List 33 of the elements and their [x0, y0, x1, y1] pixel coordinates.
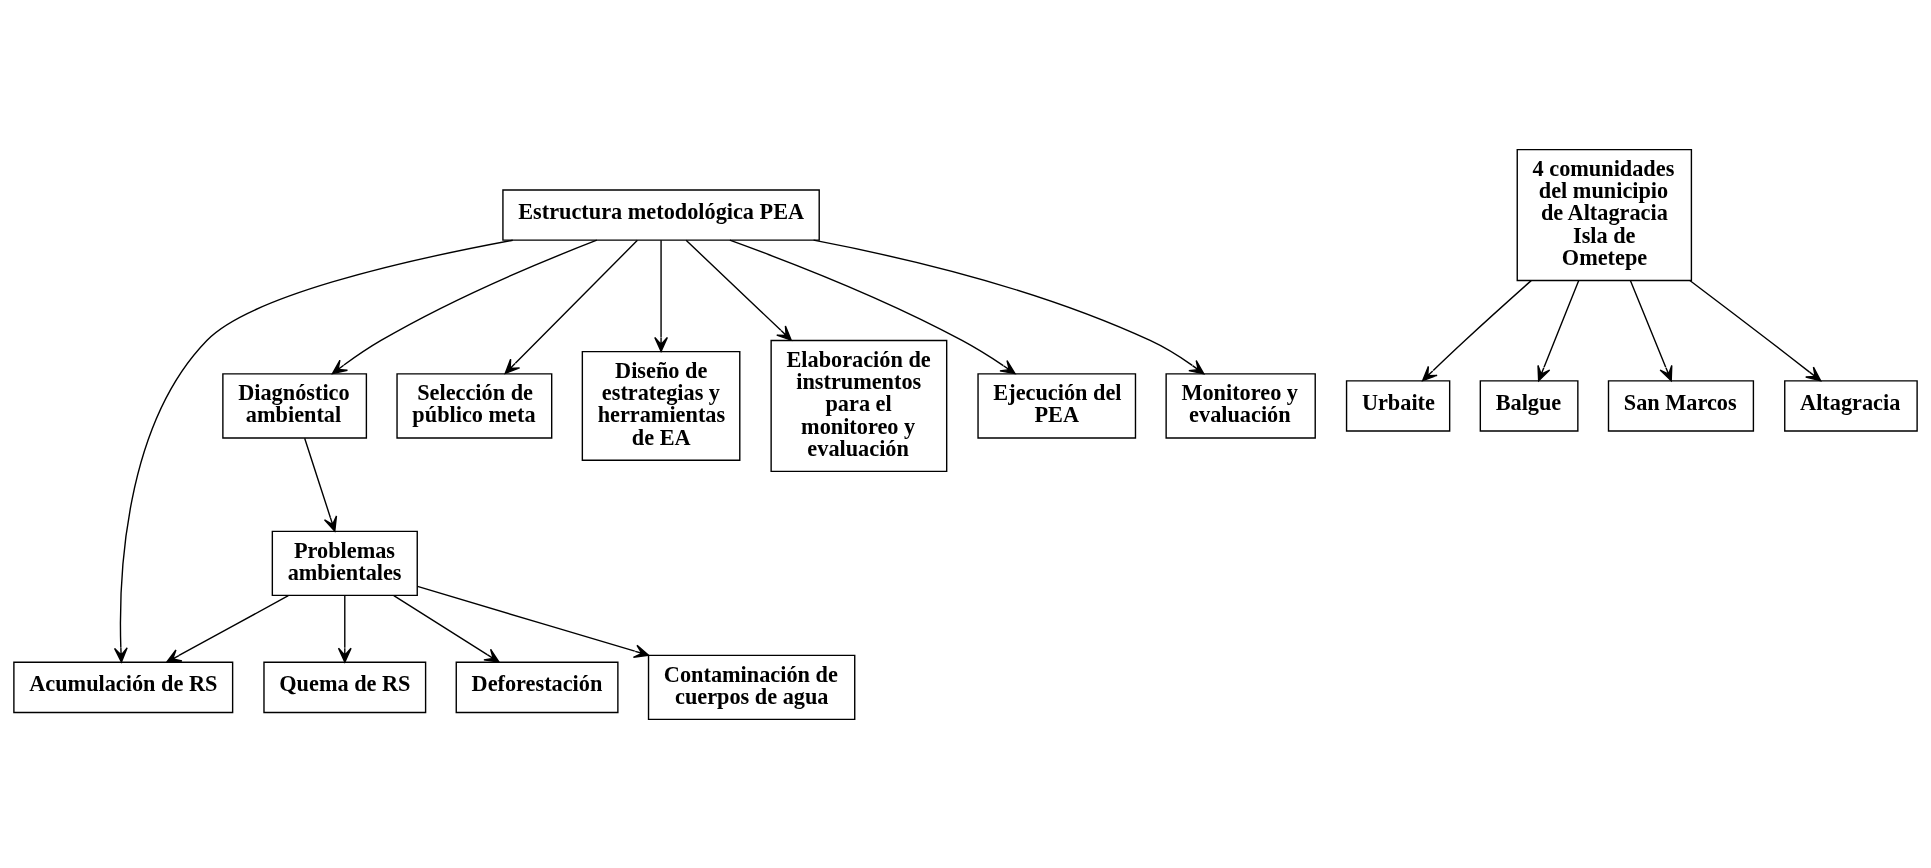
arrow: [729, 239, 1016, 374]
arrow: [1537, 279, 1580, 381]
arrow: [1422, 279, 1532, 381]
arrow: [331, 239, 598, 374]
arrow: [504, 239, 639, 374]
arrow: [685, 239, 792, 341]
arrow: [166, 594, 289, 663]
arrow: [337, 594, 352, 663]
node-box: Selección de público meta: [396, 372, 553, 439]
node-box: Deforestación: [455, 661, 619, 713]
arrow: [303, 437, 338, 532]
node-box: Monitoreo y evaluación: [1165, 372, 1316, 439]
node-box: Elaboración de instrumentos para el monitoreo y evaluación: [770, 339, 948, 472]
node-box: San Marcos: [1607, 379, 1755, 432]
arrow: [113, 239, 514, 663]
node-box: Altagracia: [1784, 379, 1918, 432]
node-box: Urbaite: [1345, 379, 1451, 432]
node-box: Diseño de estrategias y herramientas de EA: [581, 350, 741, 461]
node-box: Contaminación de cuerpos de agua: [647, 654, 856, 720]
arrow: [1629, 279, 1673, 381]
arrow: [393, 594, 500, 663]
arrow: [654, 239, 669, 352]
node-box: Estructura metodológica PEA: [502, 188, 820, 241]
node-box: Diagnóstico ambiental: [222, 372, 368, 439]
arrow: [812, 239, 1205, 374]
node-box: Quema de RS: [263, 661, 427, 713]
node-box: Acumulación de RS: [13, 661, 234, 713]
node-box: 4 comunidades del municipio de Altagracia Isla de Ometepe: [1516, 148, 1693, 281]
arrow: [416, 585, 650, 658]
arrow: [1689, 279, 1822, 381]
node-box: Ejecución del PEA: [977, 372, 1137, 439]
node-box: Balgue: [1479, 379, 1579, 432]
node-box: Problemas ambientales: [271, 530, 418, 596]
